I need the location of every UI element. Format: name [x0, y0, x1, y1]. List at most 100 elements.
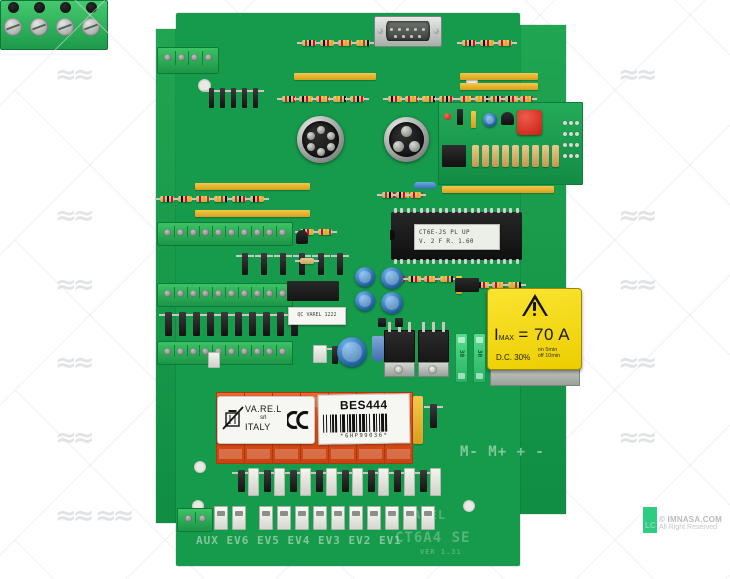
dip-pin	[426, 208, 430, 213]
product-part-number: BES444	[339, 397, 388, 413]
dip-pin	[515, 208, 519, 213]
db9-screw-left	[377, 28, 383, 34]
resistor	[313, 229, 337, 235]
white-connector[interactable]	[385, 506, 399, 530]
connector-slot	[406, 511, 414, 516]
resistor-band	[515, 282, 517, 288]
terminal-divider	[263, 226, 265, 237]
fuse-holder-2[interactable]: 30	[473, 333, 486, 383]
terminal-screw	[240, 290, 248, 297]
din-connector-6pin[interactable]	[297, 116, 344, 163]
weee-bin-icon	[222, 406, 244, 430]
manufacturer-name: VA.RE.L	[245, 404, 282, 414]
solder-pad	[569, 121, 573, 125]
resistor-band	[389, 192, 391, 198]
power-terminal-block[interactable]	[0, 0, 108, 50]
terminal-divider	[195, 512, 196, 523]
dip-pin	[490, 208, 494, 213]
white-connector[interactable]	[295, 506, 309, 530]
resistor-band	[501, 40, 503, 46]
dip-pin	[413, 259, 417, 264]
capacitor-electrolytic	[355, 291, 375, 311]
resistor-band	[285, 96, 287, 102]
manufacturer-country: ITALY	[245, 422, 271, 432]
resistor-band	[523, 96, 525, 102]
white-connector[interactable]	[313, 506, 327, 530]
terminal-block-row-3[interactable]	[157, 341, 293, 365]
resistor-band	[411, 276, 413, 282]
terminal-screw	[215, 290, 223, 297]
resistor	[191, 196, 215, 202]
db9-pin	[398, 28, 401, 31]
terminal-block-bottom-left[interactable]	[177, 508, 213, 532]
relay-vent	[247, 449, 270, 459]
dip-pin	[464, 259, 468, 264]
resistor-band	[442, 96, 444, 102]
barcode-bar	[384, 413, 388, 432]
db9-pin	[410, 35, 413, 38]
db9-serial-port[interactable]	[374, 16, 442, 47]
ic-label-line1: CT6E-JS PL UP	[419, 229, 470, 236]
resistor-band	[491, 40, 493, 46]
resistor-band	[327, 40, 329, 46]
terminal-block-row-1[interactable]	[157, 222, 293, 246]
resistor-band	[415, 276, 417, 282]
barcode-bar	[361, 413, 366, 433]
watermark-wave-icon: ≈≈	[55, 423, 95, 453]
resistor-band	[417, 192, 419, 198]
manufacturer-label: VA.RE.L srl ITALY	[217, 396, 315, 444]
diode-vertical	[388, 470, 407, 492]
dip-pin	[509, 208, 513, 213]
dip-pin	[496, 259, 500, 264]
white-connector[interactable]	[349, 506, 363, 530]
resistor-band	[469, 40, 471, 46]
connector-slot	[352, 511, 360, 516]
din-connector-3pin[interactable]	[384, 117, 429, 162]
terminal-screw	[215, 348, 223, 355]
warn-current-prefix: I	[494, 325, 499, 344]
terminal-block-top-left[interactable]	[157, 47, 219, 74]
diode-vertical	[312, 253, 330, 275]
dip-pin	[509, 259, 513, 264]
white-connector[interactable]	[403, 506, 417, 530]
terminal-block-row-2[interactable]	[157, 283, 293, 307]
white-connector[interactable]	[232, 506, 246, 530]
resistor-band	[261, 196, 263, 202]
resistor-band	[447, 276, 449, 282]
resistor-band	[391, 96, 393, 102]
component-marking	[248, 468, 259, 496]
white-connector[interactable]	[277, 506, 291, 530]
component-marking	[274, 468, 285, 496]
resistor-band	[421, 192, 423, 198]
watermark-wave-icon: ≈≈	[95, 501, 135, 531]
diode-vertical	[424, 404, 443, 428]
resistor-band	[497, 96, 499, 102]
pin-header-black[interactable]	[442, 145, 466, 167]
terminal-divider	[199, 226, 201, 237]
solder-pad	[575, 154, 579, 158]
resistor	[482, 145, 489, 167]
watermark-cross	[540, 540, 690, 579]
white-connector[interactable]	[214, 506, 228, 530]
diode-vertical	[284, 470, 303, 492]
solder-pad	[569, 143, 573, 147]
white-connector[interactable]	[367, 506, 381, 530]
ce-mark-icon	[287, 411, 310, 429]
resistor-band	[519, 282, 521, 288]
terminal-screw	[189, 229, 197, 236]
barcode-bar	[358, 414, 362, 433]
resistor-network	[460, 73, 538, 80]
db9-screw-right	[433, 28, 439, 34]
ic-label: CT6E-JS PL UP V. 2 F R. 1.60	[414, 224, 500, 250]
white-connector[interactable]	[259, 506, 273, 530]
watermark-wave-icon: ≈≈	[55, 201, 95, 231]
resistor-band	[307, 229, 309, 235]
white-connector[interactable]	[421, 506, 435, 530]
dip-pin	[413, 208, 417, 213]
white-connector[interactable]	[331, 506, 345, 530]
terminal-divider	[188, 51, 189, 65]
red-push-button[interactable]	[517, 110, 542, 135]
terminal-divider	[263, 287, 265, 298]
fuse-holder-1[interactable]: 30	[455, 333, 468, 383]
resistor-band	[253, 196, 255, 202]
